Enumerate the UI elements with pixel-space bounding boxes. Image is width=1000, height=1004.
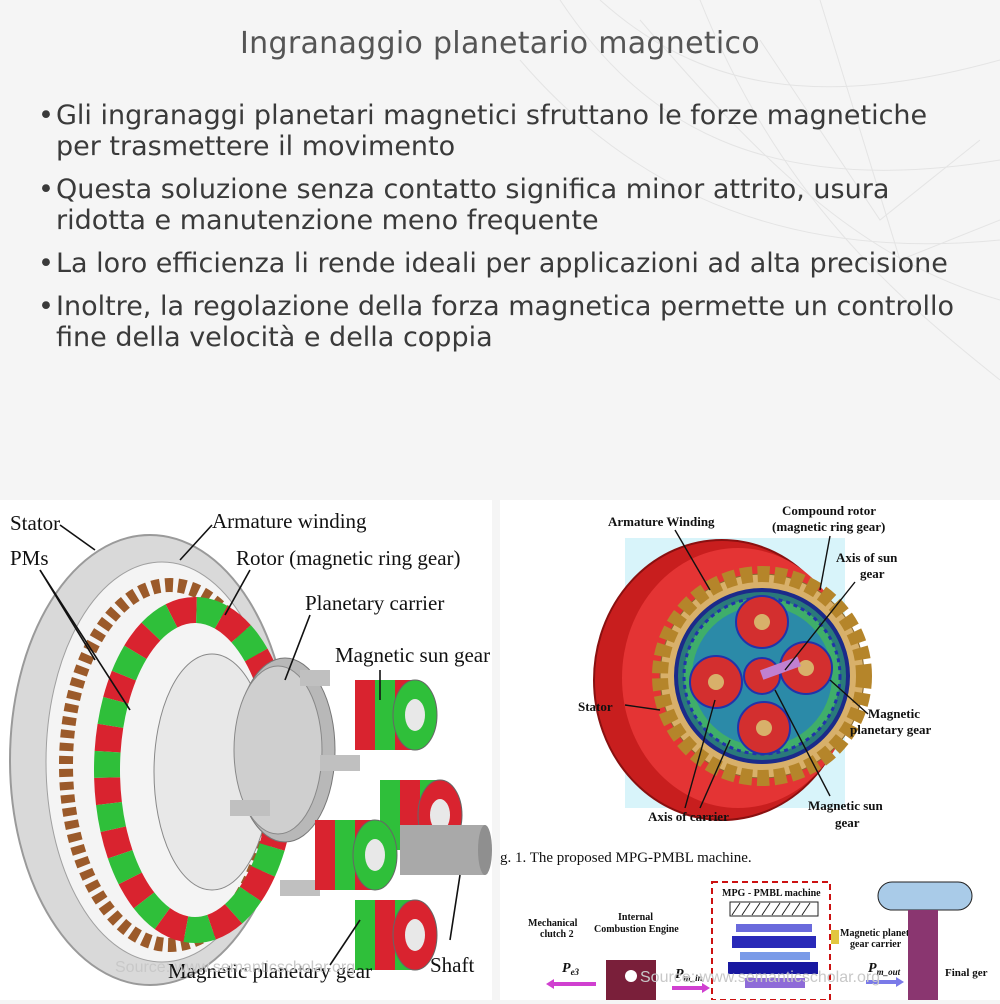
label-stator: Stator xyxy=(578,699,613,714)
mpg-pmbl-illustration: Armature Winding Compound rotor (magneti… xyxy=(500,503,988,1001)
bullet-dot: • xyxy=(38,248,54,279)
diagram-engine-label-sub: Combustion Engine xyxy=(594,924,679,935)
diagram-machine-label: MPG - PMBL machine xyxy=(722,888,821,899)
label-compound-rotor-sub: (magnetic ring gear) xyxy=(772,519,885,534)
bullet-text: Questa soluzione senza contatto signific… xyxy=(56,174,890,236)
label-magnetic-planetary-gear: Magnetic planetary gear xyxy=(168,959,372,983)
diagram-planet-carrier-label-sub: gear carrier xyxy=(850,939,902,950)
label-axis-sun-sub: gear xyxy=(860,566,885,581)
planet-gear xyxy=(315,819,398,891)
label-planetary-carrier: Planetary carrier xyxy=(305,591,444,615)
background-decoration xyxy=(519,0,1000,381)
diagram-engine-label: Internal xyxy=(618,912,653,923)
label-magnetic-sun-sub: gear xyxy=(835,815,860,830)
label-stator: Stator xyxy=(10,511,60,535)
label-rotor: Rotor (magnetic ring gear) xyxy=(236,546,461,570)
label-magnetic-planetary: Magnetic xyxy=(868,706,920,721)
planet-gear xyxy=(355,679,438,751)
exploded-gear-illustration: Stator PMs Armature winding Rotor (magne… xyxy=(9,509,492,986)
bullet-text: Gli ingranaggi planetari magnetici sfrut… xyxy=(56,100,928,162)
planet-gears xyxy=(689,595,833,755)
bullet-item: •Gli ingranaggi planetari magnetici sfru… xyxy=(38,100,968,162)
label-compound-rotor: Compound rotor xyxy=(782,503,876,518)
bullet-dot: • xyxy=(38,100,54,131)
figure-caption: g. 1. The proposed MPG-PMBL machine. xyxy=(500,850,752,866)
bullet-text: La loro efficienza li rende ideali per a… xyxy=(56,248,948,279)
block-diagram: MPG - PMBL machine Mechanical clutch 2 I… xyxy=(528,881,988,1001)
source-credit: Source: www.semanticscholar.org xyxy=(640,969,880,986)
leader-lines xyxy=(39,524,461,966)
power-label-pe3: Pe3 xyxy=(562,961,580,977)
planet-gear xyxy=(355,899,438,971)
diagram-final-label: Final ger xyxy=(945,967,988,979)
label-axis-carrier: Axis of carrier xyxy=(648,809,729,824)
bullet-dot: • xyxy=(38,291,54,322)
power-label-pm-out: Pm_out xyxy=(868,961,901,977)
final-gear-shaft xyxy=(908,910,938,1000)
slide-title: Ingranaggio planetario magnetico xyxy=(240,26,760,61)
label-magnetic-sun: Magnetic sun xyxy=(808,798,884,813)
bullet-list: •Gli ingranaggi planetari magnetici sfru… xyxy=(38,100,968,365)
label-magnetic-sun-gear: Magnetic sun gear xyxy=(335,643,490,667)
diagram-planet-carrier-label: Magnetic planet xyxy=(840,928,910,939)
label-magnetic-planetary-sub: planetary gear xyxy=(850,722,931,737)
diagram-clutch-label-sub: clutch 2 xyxy=(540,929,574,940)
bullet-dot: • xyxy=(38,174,54,205)
label-armature-winding: Armature Winding xyxy=(608,514,715,529)
final-gear-head xyxy=(877,881,973,911)
label-armature-winding: Armature winding xyxy=(212,509,367,533)
label-pms: PMs xyxy=(10,546,49,570)
label-shaft: Shaft xyxy=(430,953,474,977)
right-figure-panel: Armature Winding Compound rotor (magneti… xyxy=(500,500,1000,1001)
bullet-item: •Inoltre, la regolazione della forza mag… xyxy=(38,291,968,353)
source-credit: Source: www.semanticscholar.org xyxy=(115,959,355,976)
diagram-clutch-label: Mechanical xyxy=(528,918,578,929)
bullet-text: Inoltre, la regolazione della forza magn… xyxy=(56,291,955,353)
power-label-pm-in: Pm_in xyxy=(675,967,703,983)
leader-lines xyxy=(624,529,869,809)
bullet-item: •Questa soluzione senza contatto signifi… xyxy=(38,174,968,236)
bullet-item: •La loro efficienza li rende ideali per … xyxy=(38,248,968,279)
label-axis-sun: Axis of sun xyxy=(836,550,898,565)
left-figure-panel: Stator PMs Armature winding Rotor (magne… xyxy=(0,500,492,1000)
